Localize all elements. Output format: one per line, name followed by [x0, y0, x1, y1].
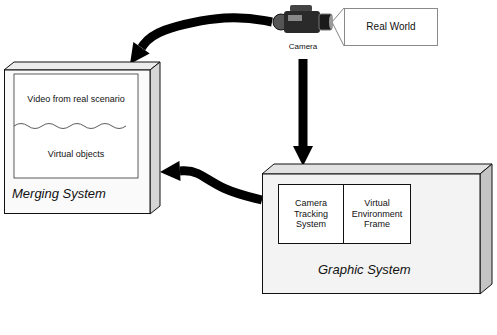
box-label: Video from real scenario — [23, 92, 128, 106]
box-label: Real World — [362, 19, 419, 35]
page-sheet — [14, 74, 138, 178]
camcorder-handle — [290, 5, 312, 12]
process-box: Camera Tracking System — [278, 184, 344, 244]
system-box: Camera Tracking SystemVirtual Environmen… — [262, 164, 492, 294]
system-box: Video from real scenarioVirtual objectsM… — [4, 62, 160, 214]
flow-arrow — [180, 171, 262, 200]
icon-label: Camera — [272, 42, 334, 51]
box-label: Virtual Environment Frame — [344, 195, 410, 232]
box-label: Virtual objects — [44, 147, 108, 161]
flow-arrow — [142, 18, 272, 48]
camcorder-picture — [272, 2, 334, 40]
box-side-face — [480, 164, 492, 294]
system-title: Graphic System — [318, 263, 410, 278]
box-top-face — [262, 164, 492, 174]
box-front-face — [263, 174, 481, 294]
page-region: Video from real scenario — [18, 78, 134, 120]
box-side-face — [150, 62, 160, 214]
process-box: Virtual Environment Frame — [343, 184, 411, 244]
box-front-face — [5, 70, 151, 214]
box-top-face — [4, 62, 160, 70]
system-title: Merging System — [12, 187, 106, 202]
camcorder-lens — [319, 14, 332, 30]
camera-icon: Camera — [272, 2, 334, 56]
camcorder-body — [284, 11, 320, 33]
page-region: Virtual objects — [18, 134, 134, 174]
camcorder-panel — [288, 15, 302, 21]
scene-box: Real World — [344, 8, 438, 46]
lens-glass — [329, 15, 333, 29]
wavy-divider — [14, 124, 126, 129]
flow-arrow — [299, 59, 308, 146]
view-cone — [332, 8, 344, 46]
box-label: Camera Tracking System — [279, 195, 343, 232]
